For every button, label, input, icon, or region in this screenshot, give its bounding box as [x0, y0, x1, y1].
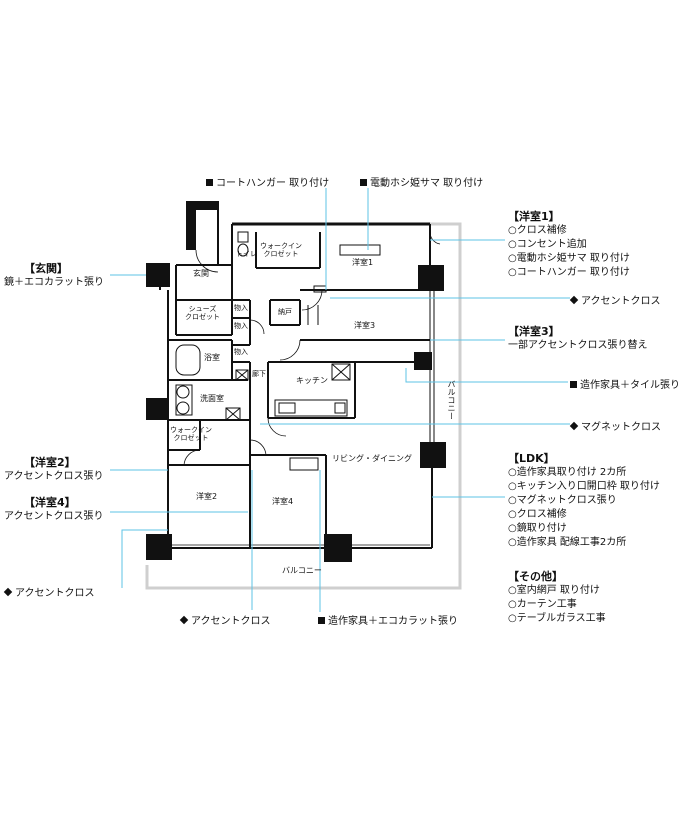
callout-builtin-ecocarat: 造作家具＋エコカラット張り — [318, 612, 458, 627]
annotation-youshitsu2: 【洋室2】 アクセントクロス張り — [4, 456, 104, 482]
room-walkin-top: ウォークイン クロゼット — [260, 242, 302, 258]
columns — [146, 202, 446, 562]
room-youshitsu1: 洋室1 — [352, 258, 374, 267]
callout-coat-hanger: コートハンガー 取り付け — [206, 174, 329, 189]
callout-builtin-tile: 造作家具＋タイル張り — [570, 376, 680, 391]
room-genkan: 玄関 — [193, 269, 209, 278]
room-monoire-2: 物入 — [234, 322, 248, 330]
callout-accent-cross: アクセントクロス — [569, 292, 661, 307]
room-youshitsu4: 洋室4 — [272, 497, 294, 506]
room-youshitsu3: 洋室3 — [354, 321, 376, 330]
callout-hoshi-sama: 電動ホシ姫サマ 取り付け — [360, 174, 483, 189]
square-marker-icon — [318, 617, 325, 624]
diamond-marker-icon — [179, 615, 189, 625]
room-youshitsu2: 洋室2 — [196, 492, 218, 501]
room-kitchen: キッチン — [296, 376, 328, 385]
annotation-youshitsu4: 【洋室4】 アクセントクロス張り — [4, 496, 104, 522]
room-balcony-right: バルコニー — [447, 380, 456, 420]
room-nando: 納戸 — [278, 308, 292, 316]
room-living: リビング・ダイニング — [332, 454, 412, 463]
annotation-genkan: 【玄関】 鏡＋エコカラット張り — [4, 262, 104, 288]
annotation-youshitsu1: 【洋室1】 ○クロス補修 ○コンセント追加 ○電動ホシ姫サマ 取り付け ○コート… — [508, 210, 630, 278]
callout-accent-cross-left: アクセントクロス — [3, 584, 95, 599]
annotation-other: 【その他】 ○室内網戸 取り付け ○カーテン工事 ○テーブルガラス工事 — [508, 570, 606, 624]
room-shoes-closet: シューズ クロゼット — [185, 305, 220, 321]
room-monoire-1: 物入 — [234, 304, 248, 312]
leader-lines — [110, 188, 570, 612]
room-walkin-left: ウォークイン クロゼット — [170, 426, 212, 442]
room-rouka: 廊下 — [252, 370, 266, 378]
square-marker-icon — [360, 179, 367, 186]
room-yokushitsu: 浴室 — [204, 353, 220, 362]
square-marker-icon — [206, 179, 213, 186]
diamond-marker-icon — [3, 587, 13, 597]
annotation-ldk: 【LDK】 ○造作家具取り付け 2カ所 ○キッチン入り口開口枠 取り付け ○マグ… — [508, 452, 660, 548]
room-monoire-3: 物入 — [234, 348, 248, 356]
room-senmen: 洗面室 — [200, 394, 224, 403]
room-toilet: トイレ — [236, 250, 257, 258]
callout-accent-cross-bottom: アクセントクロス — [179, 612, 271, 627]
diamond-marker-icon — [569, 421, 579, 431]
callout-magnet-cross: マグネットクロス — [569, 418, 661, 433]
fixtures — [175, 231, 381, 471]
square-marker-icon — [570, 381, 577, 388]
annotation-youshitsu3: 【洋室3】 一部アクセントクロス張り替え — [508, 325, 648, 351]
room-balcony-bottom: バルコニー — [282, 566, 322, 575]
diamond-marker-icon — [569, 295, 579, 305]
